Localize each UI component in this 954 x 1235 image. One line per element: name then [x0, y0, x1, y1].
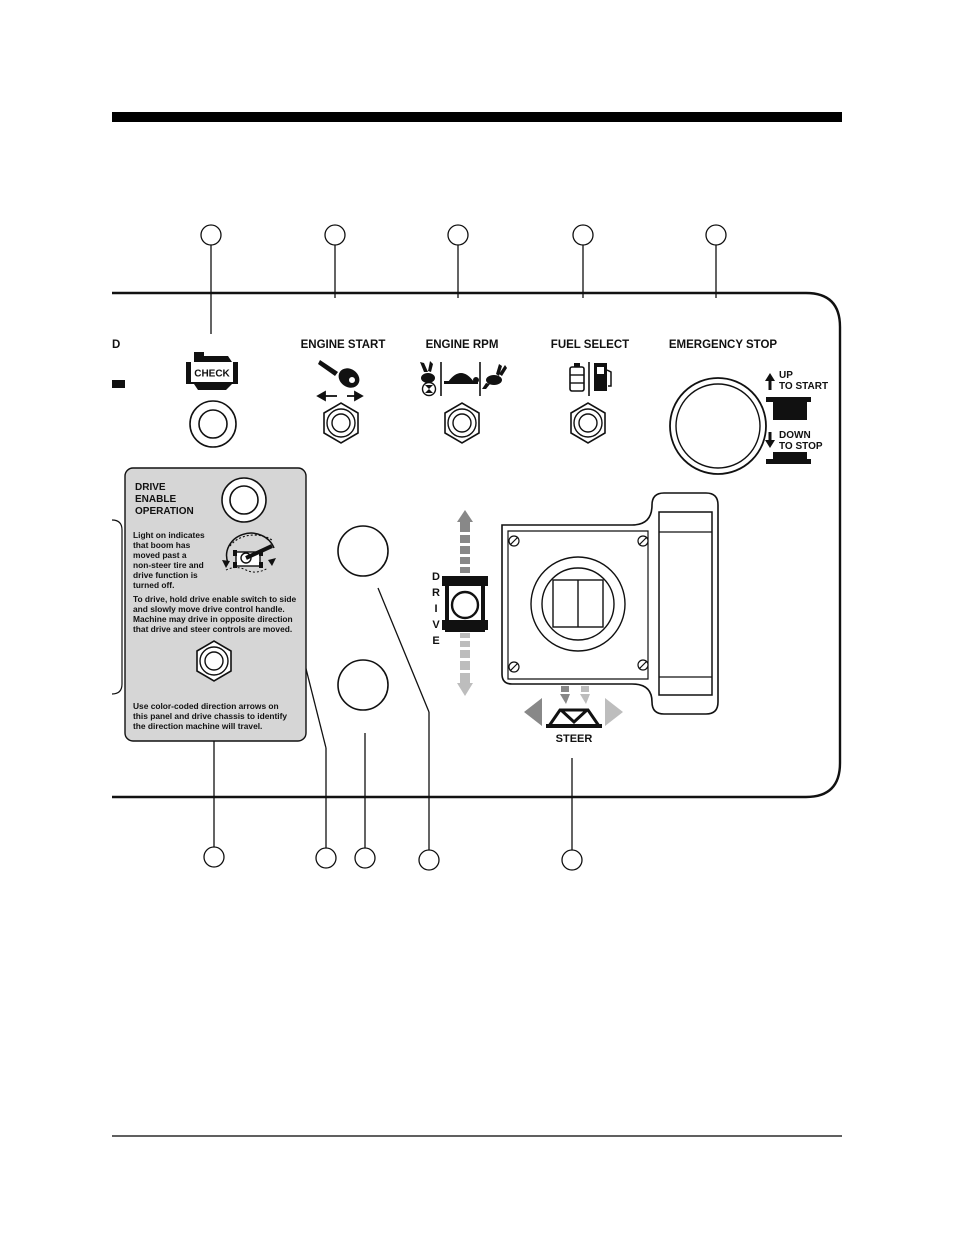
engine-rpm-label: ENGINE RPM — [426, 339, 499, 351]
rabbit-icon — [482, 364, 507, 389]
button-up-icon — [766, 397, 811, 420]
engine-rpm-switch[interactable] — [444, 402, 480, 444]
engine-start-label: ENGINE START — [301, 339, 386, 351]
down-label: DOWN — [779, 430, 811, 441]
svg-text:V: V — [432, 619, 440, 631]
boom-rotation-icon — [222, 532, 276, 573]
svg-text:this panel and drive chassis t: this panel and drive chassis to identify — [133, 711, 287, 721]
callouts-bottom — [203, 517, 583, 871]
decal-edge-bracket — [111, 519, 123, 695]
controller-screws — [508, 535, 649, 673]
rabbit-icon — [420, 361, 435, 383]
drive-reverse-arrow — [457, 633, 473, 696]
callout-check-engine — [200, 224, 222, 246]
cut-off-icon — [112, 380, 125, 388]
callout-drive-steer-handle — [561, 849, 583, 871]
callout-fuel-select — [572, 224, 594, 246]
emergency-stop-label: EMERGENCY STOP — [669, 339, 778, 351]
engine-start-switch[interactable] — [323, 402, 359, 444]
drive-label: D R I V E — [432, 571, 440, 647]
svg-text:turned off.: turned off. — [133, 580, 174, 590]
cut-off-label: D — [112, 339, 120, 351]
lower-blank-plug — [337, 659, 389, 711]
button-down-icon — [766, 452, 811, 464]
callout-emergency-stop — [705, 224, 727, 246]
check-engine-lamp — [189, 400, 237, 448]
svg-text:that boom has: that boom has — [133, 540, 191, 550]
svg-text:Light on indicates: Light on indicates — [133, 530, 205, 540]
turtle-icon — [444, 373, 479, 384]
svg-text:To drive, hold drive enable sw: To drive, hold drive enable switch to si… — [133, 594, 297, 604]
svg-text:that drive and steer controls: that drive and steer controls are moved. — [133, 624, 292, 634]
para3-text: Use color-coded direction arrows on this… — [133, 701, 287, 731]
drive-forward-arrow — [457, 510, 473, 573]
fuel-select-switch[interactable] — [570, 402, 606, 444]
left-right-arrows-icon — [316, 390, 364, 402]
svg-text:Use color-coded direction arro: Use color-coded direction arrows on — [133, 701, 279, 711]
steer-label: STEER — [556, 733, 593, 745]
svg-text:I: I — [434, 603, 437, 615]
drive-steer-controller — [501, 492, 719, 715]
callout-drive-enable-light — [315, 847, 337, 869]
to-stop-label: TO STOP — [779, 441, 823, 452]
svg-text:DRIVE: DRIVE — [135, 482, 166, 493]
check-engine-icon: CHECK — [186, 352, 238, 390]
para1-text: Light on indicates that boom has moved p… — [133, 530, 205, 590]
header-bar — [112, 112, 842, 122]
down-arrow-icon — [765, 432, 775, 448]
svg-text:Machine may drive in opposite: Machine may drive in opposite direction — [133, 614, 293, 624]
hourglass-icon — [421, 381, 437, 397]
up-label: UP — [779, 370, 793, 381]
svg-text:moved past a: moved past a — [133, 550, 187, 560]
svg-text:R: R — [432, 587, 440, 599]
upper-blank-plug — [337, 525, 389, 577]
svg-text:and slowly move drive control: and slowly move drive control handle. — [133, 604, 285, 614]
svg-text:D: D — [432, 571, 440, 583]
callout-drive-enable-switch — [203, 846, 225, 868]
para2-text: To drive, hold drive enable switch to si… — [133, 594, 297, 634]
drive-enable-title: DRIVE ENABLE OPERATION — [135, 482, 194, 517]
drive-enable-light — [221, 477, 267, 523]
callouts-top — [200, 224, 727, 334]
fuel-pump-icon — [594, 363, 612, 391]
callout-engine-rpm — [447, 224, 469, 246]
battery-icon — [569, 363, 585, 392]
check-label: CHECK — [194, 369, 230, 380]
panel-outline — [112, 291, 842, 799]
key-icon — [318, 360, 360, 388]
callout-engine-start — [324, 224, 346, 246]
svg-text:drive function is: drive function is — [133, 570, 198, 580]
steer-arrows-icon — [524, 686, 623, 728]
svg-text:ENABLE: ENABLE — [135, 494, 176, 505]
fuel-select-label: FUEL SELECT — [551, 339, 629, 351]
emergency-stop-button[interactable] — [669, 377, 767, 475]
svg-text:OPERATION: OPERATION — [135, 506, 194, 517]
callout-lower-blank — [354, 847, 376, 869]
callout-upper-blank — [418, 849, 440, 871]
svg-text:non-steer tire and: non-steer tire and — [133, 560, 204, 570]
drive-enable-decal — [124, 467, 307, 742]
up-arrow-icon — [765, 373, 775, 390]
svg-text:E: E — [432, 635, 439, 647]
svg-text:the direction machine will tra: the direction machine will travel. — [133, 721, 262, 731]
drive-chassis-icon — [442, 576, 488, 632]
to-start-label: TO START — [779, 381, 828, 392]
